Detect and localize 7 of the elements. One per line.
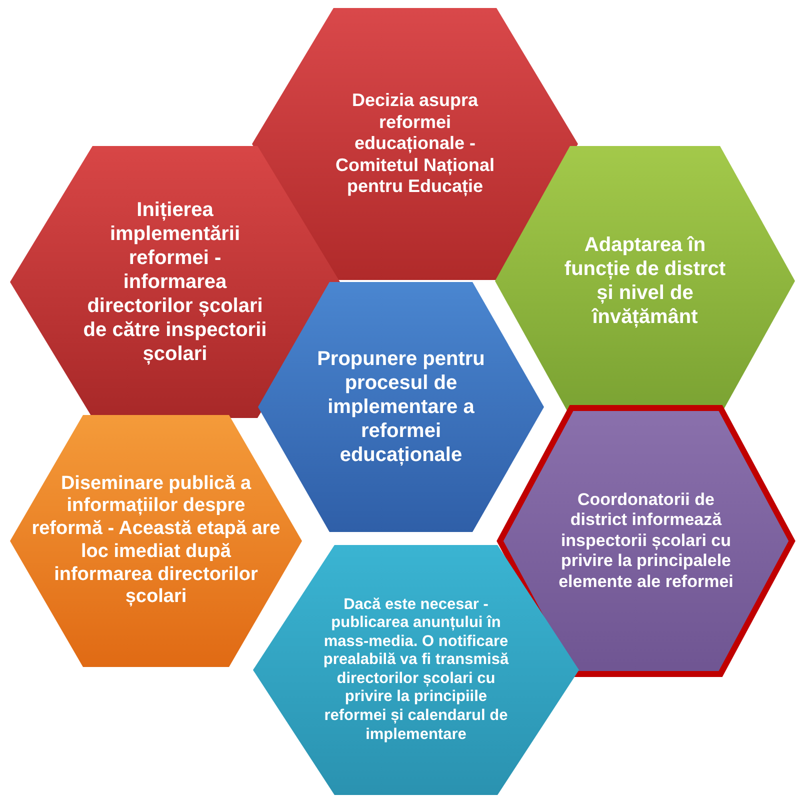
hexagon-label: Inițierea implementării reformei - informarea directorilor școlari de către inspectorii școlari	[82, 198, 268, 366]
hexagon-label: Diseminare publică a informațiilor despre reformă - Această etapă are loc imediat după informarea directorilor școlari	[30, 472, 282, 610]
hexagon-label: Dacă este necesar - publicarea anunțului în mass-media. O notificare prealabilă va fi transmisă directorilor școlari cu privire la principiile reformei și calendarul de implementare	[322, 596, 510, 744]
hexagon-label: Propunere pentru procesul de implementare a reformei educaționale	[316, 347, 486, 467]
hexagon-label: Decizia asupra reformei educaționale - Comitetul Național pentru Educație	[334, 90, 496, 198]
hexagon-label: Adaptarea în funcție de distrct și nivel de învățământ	[563, 233, 727, 329]
hexagon-label: Coordonatorii de district informează inspectorii școlari cu privire la principalele elemente ale reformei	[558, 490, 734, 592]
